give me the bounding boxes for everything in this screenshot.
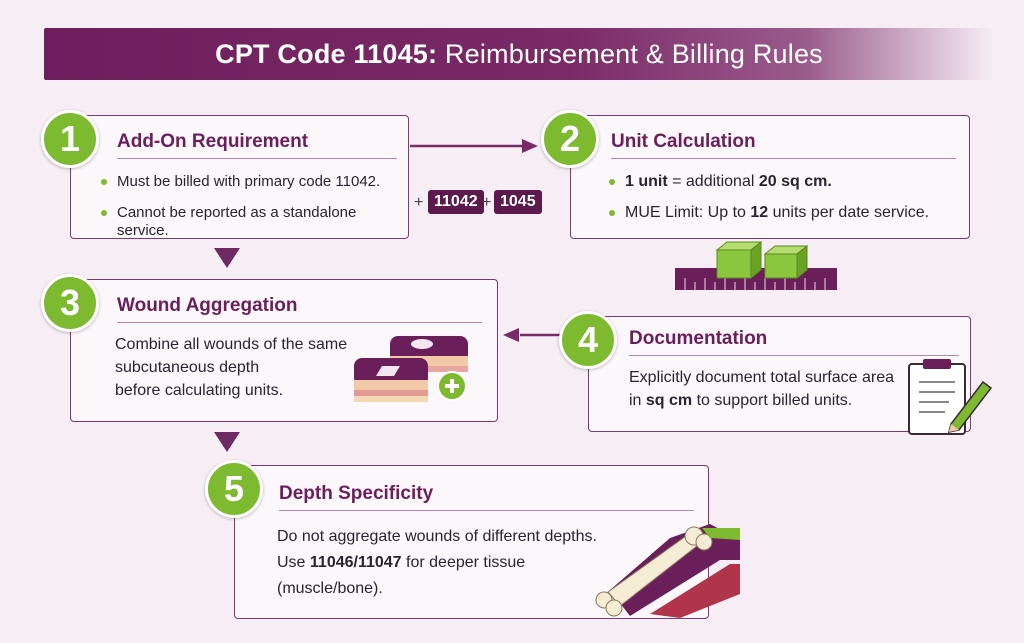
arrow-4-to-3 bbox=[503, 328, 560, 342]
step-5-line-2-post: for deeper tissue bbox=[401, 554, 526, 571]
ruler-blocks-icon bbox=[675, 240, 837, 290]
arrow-1-to-3 bbox=[214, 248, 240, 268]
list-item: MUE Limit: Up to 12 units per date servi… bbox=[607, 204, 967, 222]
list-item: Cannot be reported as a standalone servi… bbox=[99, 204, 404, 240]
step-4-line-2-post: to support billed units. bbox=[692, 392, 853, 409]
unit-label: 1 unit bbox=[625, 173, 668, 190]
step-3-line-3: before calculating units. bbox=[115, 382, 284, 399]
mue-rest: units per date service. bbox=[768, 204, 930, 221]
mue-label: MUE Limit: Up to bbox=[625, 204, 751, 221]
step-2-title: Unit Calculation bbox=[611, 131, 756, 152]
step-5-line-2-pre: Use bbox=[277, 554, 310, 571]
step-3-badge: 3 bbox=[41, 274, 99, 332]
title-code: CPT Code 11045: bbox=[215, 38, 438, 69]
step-5-line-2-bold: 11046/11047 bbox=[309, 554, 402, 571]
step-4-title: Documentation bbox=[629, 328, 768, 349]
step-5-line-2: Use 11046/11047 for deeper tissue bbox=[277, 550, 627, 576]
step-2-bullets: 1 unit = additional 20 sq cm. MUE Limit:… bbox=[607, 173, 967, 235]
arrow-3-to-5 bbox=[214, 432, 240, 452]
clipboard-pencil-icon bbox=[908, 359, 993, 435]
step-3-line-2: subcutaneous depth bbox=[115, 359, 260, 376]
step-4-divider bbox=[629, 355, 959, 356]
step-2-divider bbox=[611, 158, 956, 159]
step-5-text: Do not aggregate wounds of different dep… bbox=[277, 524, 627, 602]
step-1-badge: 1 bbox=[41, 110, 99, 168]
step-1-title: Add-On Requirement bbox=[117, 131, 309, 152]
code-tag-1045: 1045 bbox=[494, 190, 542, 214]
step-3-line-1: Combine all wounds of the same bbox=[115, 336, 348, 353]
bone-muscle-icon bbox=[595, 524, 740, 618]
step-4-card: Documentation Explicitly document total … bbox=[588, 316, 971, 432]
tissue-layers-icon bbox=[354, 336, 468, 402]
unit-area: 20 sq cm. bbox=[758, 173, 832, 190]
step-3-title: Wound Aggregation bbox=[117, 295, 298, 316]
step-5-title: Depth Specificity bbox=[279, 483, 434, 504]
step-5-badge: 5 bbox=[205, 460, 263, 518]
plus-sign-left: + bbox=[414, 194, 424, 211]
step-1-bullets: Must be billed with primary code 11042. … bbox=[99, 173, 404, 253]
step-2-card: Unit Calculation 1 unit = additional 20 … bbox=[570, 115, 970, 239]
arrow-1-to-2 bbox=[410, 139, 538, 153]
step-4-line-2: in sq cm to support billed units. bbox=[629, 389, 919, 412]
step-1-divider bbox=[117, 158, 397, 159]
step-5-line-1: Do not aggregate wounds of different dep… bbox=[277, 528, 597, 545]
step-1-card: Add-On Requirement Must be billed with p… bbox=[70, 115, 409, 239]
step-5-divider bbox=[279, 510, 694, 511]
step-4-line-1: Explicitly document total surface area bbox=[629, 369, 895, 386]
step-3-divider bbox=[117, 322, 482, 323]
unit-equals: = additional bbox=[667, 173, 759, 190]
step-2-badge: 2 bbox=[541, 110, 599, 168]
title-banner: CPT Code 11045: Reimbursement & Billing … bbox=[44, 28, 994, 80]
step-3-text: Combine all wounds of the same subcutane… bbox=[115, 333, 375, 402]
list-item: Must be billed with primary code 11042. bbox=[99, 173, 404, 191]
page-title: CPT Code 11045: Reimbursement & Billing … bbox=[215, 39, 823, 70]
step-5-line-3: (muscle/bone). bbox=[277, 580, 383, 597]
list-item: 1 unit = additional 20 sq cm. bbox=[607, 173, 967, 191]
step-4-line-2-pre: in bbox=[629, 392, 646, 409]
title-rest: Reimbursement & Billing Rules bbox=[444, 38, 823, 69]
step-4-line-2-bold: sq cm bbox=[645, 392, 693, 409]
mue-count: 12 bbox=[750, 204, 769, 221]
code-tag-11042: 11042 bbox=[428, 190, 484, 214]
step-4-text: Explicitly document total surface area i… bbox=[629, 366, 919, 412]
step-4-badge: 4 bbox=[559, 311, 617, 369]
plus-sign-mid: + bbox=[482, 194, 492, 211]
